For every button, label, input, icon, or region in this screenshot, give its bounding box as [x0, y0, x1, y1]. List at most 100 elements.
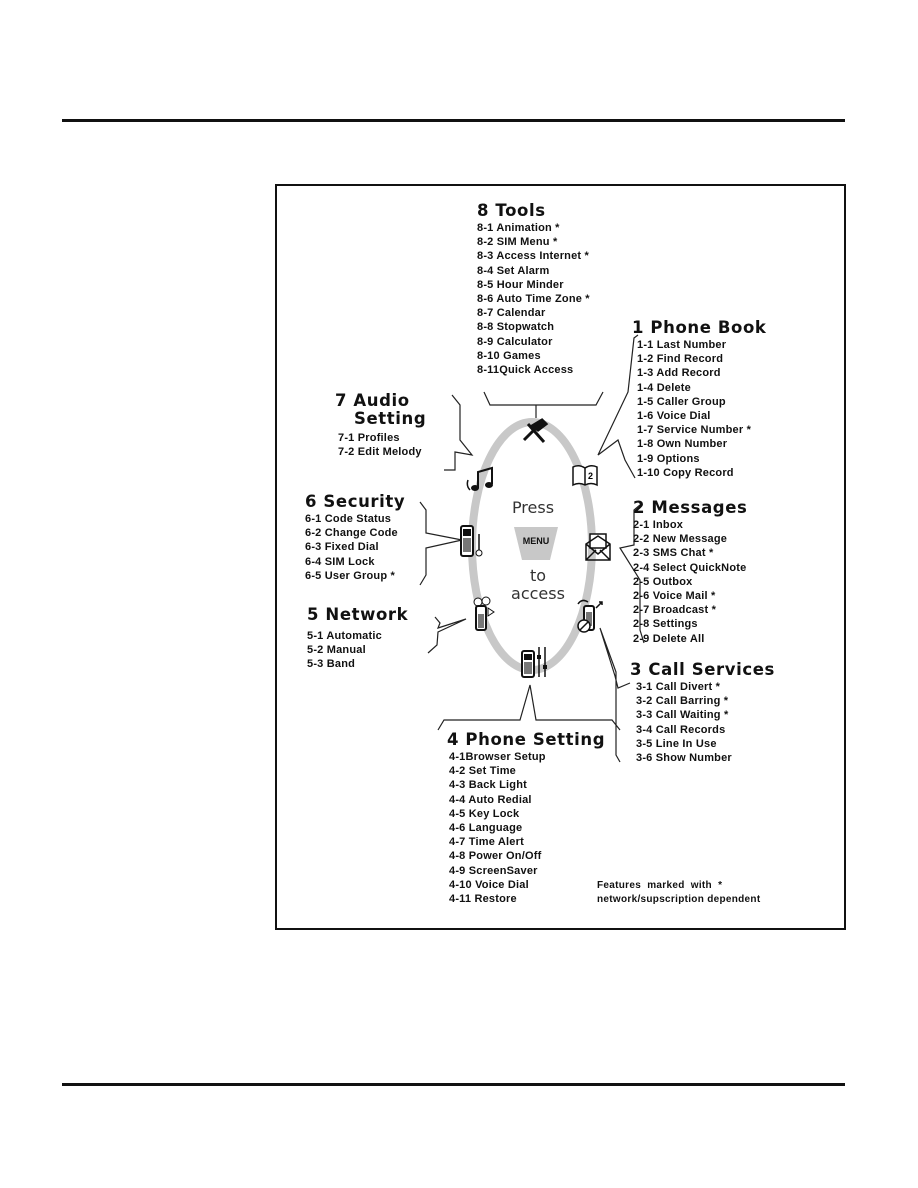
menu-item: 5-1 Automatic — [307, 630, 382, 642]
svg-text:2: 2 — [588, 471, 593, 481]
menu-item: 2-3 SMS Chat * — [633, 547, 714, 560]
menu-item: 3-5 Line In Use — [636, 737, 717, 750]
section-title: 6 Security — [305, 492, 406, 511]
menu-item-list: 3-1 Call Divert *3-2 Call Barring *3-3 C… — [636, 680, 775, 765]
phone-key-icon — [460, 525, 483, 557]
audio-connector — [444, 394, 474, 471]
section-audio-setting: 7 Audio Setting 7-1 Profiles 7-2 Edit Melo… — [335, 392, 426, 459]
menu-item: 5-3 Band — [307, 658, 356, 671]
network-connector — [427, 616, 467, 654]
menu-item: 7-1 Profiles — [338, 432, 400, 444]
hammer-wrench-icon — [522, 418, 549, 443]
callservices-connector — [599, 627, 631, 763]
menu-item-list: 7-1 Profiles 7-2 Edit Melody — [338, 431, 426, 459]
menu-item: 4-6 Language — [449, 822, 523, 835]
menu-item: 8-3 Access Internet * — [477, 250, 590, 263]
top-rule — [62, 119, 845, 122]
menu-item: 4-11 Restore — [449, 893, 517, 906]
menu-item: 4-1Browser Setup — [449, 751, 546, 763]
menu-item: 2-5 Outbox — [633, 575, 693, 588]
messages-connector — [619, 504, 645, 644]
menu-item: 8-6 Auto Time Zone * — [477, 293, 590, 306]
section-phone-setting: 4 Phone Setting 4-1Browser Setup 4-2 Set T… — [447, 731, 605, 906]
menu-item: 1-2 Find Record — [637, 353, 724, 366]
menu-item: 4-9 ScreenSaver — [449, 864, 538, 877]
section-title: 1 Phone Book — [632, 318, 767, 337]
menu-item: 2-4 Select QuickNote — [633, 561, 747, 574]
menu-item: 8-10 Games — [477, 349, 541, 362]
menu-item: 1-4 Delete — [637, 381, 691, 394]
menu-item: 7-2 Edit Melody — [338, 446, 422, 459]
footnote-line: network/supscription dependent — [597, 894, 761, 905]
menu-item: 1-9 Options — [637, 452, 700, 465]
menu-item: 4-2 Set Time — [449, 765, 517, 778]
phonesetting-connector — [437, 684, 621, 731]
menu-item: 1-6 Voice Dial — [637, 410, 711, 423]
music-note-icon — [466, 466, 493, 491]
section-title: 2 Messages — [633, 498, 748, 517]
section-title: 7 Audio Setting — [335, 391, 427, 428]
menu-item: 4-3 Back Light — [449, 779, 527, 792]
menu-item: 6-1 Code Status — [305, 513, 392, 525]
menu-item: 2-9 Delete All — [633, 632, 705, 645]
menu-item: 6-5 User Group * — [305, 569, 396, 582]
menu-item: 2-6 Voice Mail * — [633, 590, 716, 603]
footnote-line: Features marked with * — [597, 880, 723, 891]
menu-item: 8-7 Calendar — [477, 307, 546, 320]
menu-item: 1-7 Service Number * — [637, 424, 752, 437]
menu-key-icon — [514, 527, 558, 560]
menu-item: 8-5 Hour Minder — [477, 278, 564, 291]
access-label: access — [511, 584, 565, 603]
menu-item: 1-10 Copy Record — [637, 466, 734, 479]
section-phone-book: 1 Phone Book 1-1 Last Number 1-2 Find Reco… — [632, 319, 767, 480]
envelope-icon — [585, 533, 611, 561]
security-connector — [419, 501, 463, 586]
section-title: 8 Tools — [477, 201, 546, 220]
menu-item: 3-4 Call Records — [636, 723, 726, 736]
section-title: 4 Phone Setting — [447, 730, 606, 749]
phone-settings-icon — [521, 647, 547, 678]
menu-item: 3-3 Call Waiting * — [636, 709, 729, 722]
menu-item: 4-7 Time Alert — [449, 836, 524, 849]
menu-item: 2-1 Inbox — [633, 519, 684, 531]
menu-item: 3-2 Call Barring * — [636, 695, 729, 708]
connector-lines — [419, 334, 645, 763]
menu-item: 3-6 Show Number — [636, 752, 732, 765]
section-title: 5 Network — [307, 605, 409, 624]
menu-item: 8-11Quick Access — [477, 364, 574, 377]
menu-item: 8-1 Animation * — [477, 222, 560, 234]
to-label: to — [529, 566, 547, 585]
menu-item: 1-8 Own Number — [637, 438, 728, 451]
phone-call-icon — [577, 599, 603, 633]
menu-item: 8-4 Set Alarm — [477, 264, 550, 277]
menu-item: 5-2 Manual — [307, 644, 366, 657]
menu-item: 8-9 Calculator — [477, 335, 553, 348]
menu-item: 8-8 Stopwatch — [477, 321, 555, 334]
menu-item: 1-5 Caller Group — [637, 395, 726, 408]
menu-item: 6-3 Fixed Dial — [305, 541, 379, 554]
menu-item: 2-7 Broadcast * — [633, 604, 717, 617]
bottom-rule — [62, 1083, 845, 1086]
menu-item: 8-2 SIM Menu * — [477, 236, 558, 249]
menu-item: 4-5 Key Lock — [449, 807, 520, 820]
menu-item: 2-8 Settings — [633, 618, 698, 631]
menu-item-list: 8-1 Animation * 8-2 SIM Menu *8-3 Access … — [477, 221, 590, 377]
menu-item: 1-3 Add Record — [637, 367, 721, 380]
menu-item: 1-1 Last Number — [637, 339, 727, 351]
book-icon: 2 — [572, 464, 598, 487]
menu-key-label: MENU — [522, 536, 550, 546]
menu-item: 4-10 Voice Dial — [449, 878, 529, 891]
menu-item: 4-4 Auto Redial — [449, 793, 532, 806]
menu-diagram-frame — [275, 184, 846, 930]
press-label: Press — [511, 498, 555, 517]
menu-item: 2-2 New Message — [633, 533, 728, 546]
section-tools: 8 Tools 8-1 Animation * 8-2 SIM Menu *8-3 … — [477, 202, 590, 377]
